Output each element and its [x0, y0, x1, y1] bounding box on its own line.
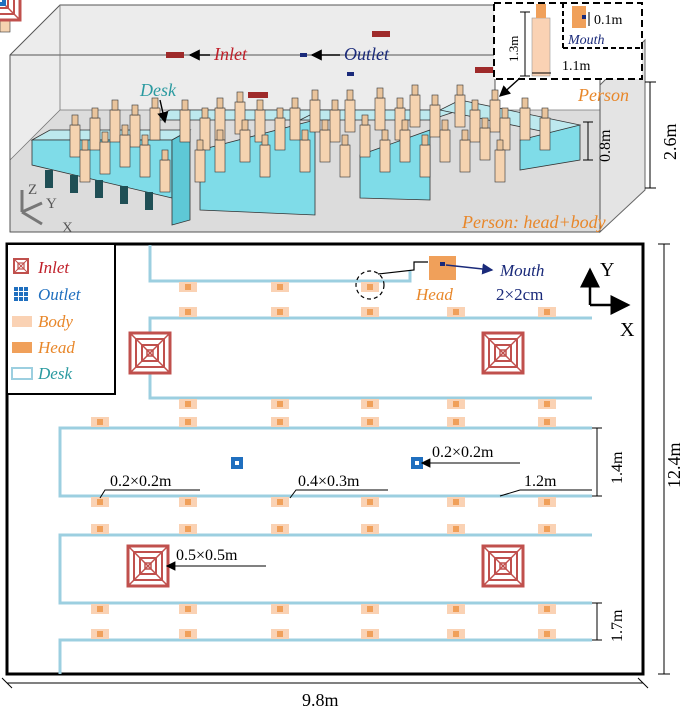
ceiling-inlet-4 — [475, 67, 493, 73]
head-zoom — [429, 256, 456, 280]
top-person-label: Person — [577, 85, 629, 105]
plan-head-label: Head — [415, 285, 453, 304]
legend-body-icon — [12, 316, 32, 327]
dim-room-height: 2.6m — [660, 123, 680, 160]
outlet-2 — [411, 457, 423, 469]
legend-outlet-icon — [14, 287, 28, 301]
ceiling-outlet-2 — [347, 72, 354, 76]
top-outlet-label: Outlet — [344, 44, 390, 64]
top-person-caption: Person: head+body — [461, 212, 606, 232]
axes-3d — [20, 190, 43, 226]
plan-desks — [58, 245, 592, 674]
desk-front-legs — [45, 170, 153, 210]
inlet-1 — [128, 331, 172, 375]
ceiling-outlet-1 — [300, 53, 307, 57]
plan-mouth-label: Mouth — [499, 261, 544, 280]
outlet-1 — [231, 457, 243, 469]
top-desk-label: Desk — [139, 80, 177, 100]
top-inlet-label: Inlet — [213, 44, 248, 64]
plan-outlets — [0, 0, 423, 469]
axis-z-3d: Z — [28, 182, 37, 198]
dim-person-width: 1.1m — [562, 59, 591, 74]
legend-desk-label: Desk — [37, 364, 72, 383]
legend-body-label: Body — [38, 312, 73, 331]
plan-mouth-size: 2×2cm — [496, 285, 543, 304]
inlet-4 — [481, 544, 525, 588]
ceiling-inlet-3 — [248, 92, 268, 98]
inset-mouth-label: Mouth — [567, 33, 605, 48]
dim-person-height: 1.3m — [506, 36, 521, 62]
legend-desk-icon — [11, 367, 33, 380]
mouth-zoom — [440, 262, 445, 266]
inlet-2 — [481, 331, 525, 375]
isometric-room-view: Inlet Outlet Desk Person Person: head+bo… — [0, 0, 680, 236]
legend-inlet-icon — [13, 258, 29, 274]
axis-y-3d: Y — [46, 196, 57, 212]
ceiling-inlet-2 — [372, 31, 390, 37]
legend: Inlet Outlet Body Head Desk — [6, 243, 116, 395]
dim-room-length: 12.4m — [664, 442, 683, 488]
plan-axis-y: Y — [600, 259, 614, 281]
legend-inlet-label: Inlet — [37, 258, 70, 277]
legend-head-label: Head — [37, 338, 75, 357]
dim-desk-depth: 1.4m — [609, 451, 626, 484]
head-callout-circle — [355, 270, 385, 300]
inlet-3 — [126, 544, 170, 588]
plan-axis-x: X — [620, 319, 635, 341]
dim-aisle: 1.2m — [524, 473, 557, 490]
dim-desk-gap: 0.4×0.3m — [298, 473, 360, 490]
dim-outlet: 0.2×0.2m — [432, 444, 494, 461]
plan-view: Inlet Outlet Body Head Desk Mouth 2×2cm … — [0, 0, 645, 676]
dim-inlet: 0.5×0.5m — [176, 547, 238, 564]
dim-desk-height: 0.8m — [597, 129, 614, 162]
ceiling-inlet-1 — [166, 52, 184, 58]
person-inset — [493, 2, 643, 80]
dim-room-width: 9.8m — [302, 690, 339, 710]
plan-axes — [580, 267, 631, 315]
dim-mouth-offset: 0.1m — [594, 13, 623, 28]
axis-x-3d: X — [62, 220, 73, 236]
dim-body: 0.2×0.2m — [110, 473, 172, 490]
legend-outlet-label: Outlet — [38, 285, 82, 304]
dim-row-spacing: 1.7m — [609, 609, 626, 642]
legend-head-icon — [12, 342, 32, 353]
